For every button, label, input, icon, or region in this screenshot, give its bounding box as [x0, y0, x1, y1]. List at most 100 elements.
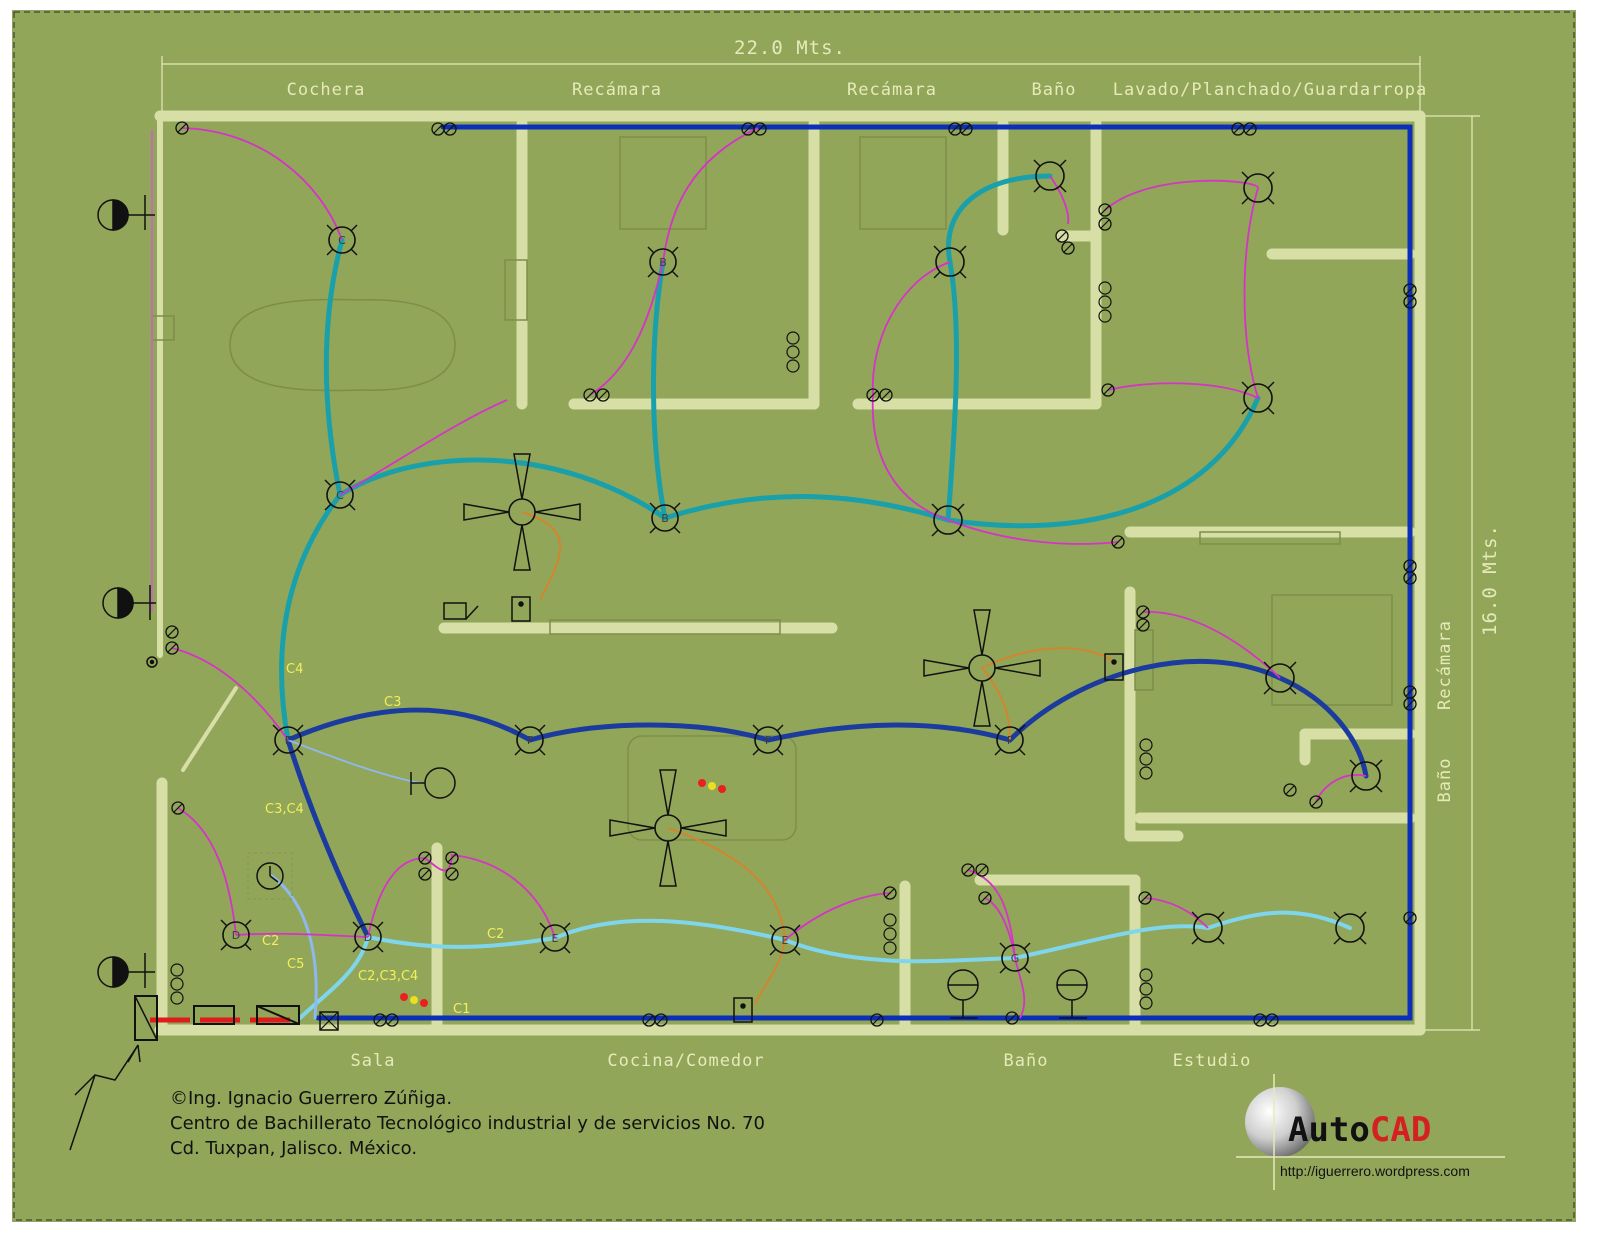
outlet-icon	[1061, 241, 1075, 255]
room-label-cochera: Cochera	[287, 80, 366, 100]
switch-wires	[151, 127, 1367, 1019]
outlet-icon	[975, 863, 989, 877]
exterior-lamps	[97, 195, 156, 988]
circuit-label-c4: C4	[286, 662, 303, 677]
lamp-icon: F	[514, 724, 546, 756]
drawing-background	[12, 10, 1576, 1222]
outlet-icon	[385, 1013, 399, 1027]
doorbell-box	[443, 602, 467, 620]
circuit-label-c3-c4: C3,C4	[265, 802, 304, 817]
circuit-label-c2-c3-c4: C2,C3,C4	[358, 969, 418, 984]
fan-switch-box	[733, 997, 753, 1023]
pilot-lights	[400, 779, 726, 1007]
circuit-lightblue	[287, 739, 421, 784]
service-lightning-icon	[69, 1044, 141, 1151]
main-feeder	[69, 995, 339, 1151]
logo-sphere-icon	[1245, 1087, 1315, 1157]
outlet-icon	[961, 863, 975, 877]
tv-outlet-icon	[883, 941, 897, 955]
tv-outlet-icon	[1139, 766, 1153, 780]
lamp-icon: F	[272, 724, 304, 756]
room-label-bano-bottom: Baño	[1004, 1051, 1049, 1071]
circuit-cyan-1	[366, 910, 1352, 964]
lamp-icon	[1241, 381, 1275, 415]
lamp-label: D	[364, 931, 372, 944]
lamp-icon: G	[999, 942, 1031, 974]
outlet-icon	[1136, 618, 1150, 632]
outlet-icon	[883, 886, 897, 900]
outlet-icon	[165, 625, 179, 639]
outlet-icon	[1098, 203, 1112, 217]
outlet-icon	[165, 641, 179, 655]
room-label-bano-top: Baño	[1032, 80, 1077, 100]
circuit-label-c5: C5	[287, 957, 304, 972]
ceiling-fan-icon	[923, 609, 1041, 727]
lamp-label: G	[1011, 952, 1020, 965]
circuit-label-c2-b: C2	[487, 927, 504, 942]
walls	[154, 110, 1426, 1036]
ceiling-fan-icon	[463, 453, 581, 571]
circuit-cyan-3	[270, 874, 318, 1020]
circuit-teal-2	[323, 237, 345, 498]
lamp-icon: B	[647, 246, 679, 278]
main-breaker	[193, 1005, 235, 1025]
logo-url: http://iguerrero.wordpress.com	[1280, 1163, 1470, 1179]
width-dimension: 22.0 Mts.	[734, 37, 846, 59]
outlet-icon	[443, 122, 457, 136]
outlet-icon	[1403, 911, 1417, 925]
lamp-label: F	[285, 734, 291, 747]
tv-outlet-icon	[1098, 309, 1112, 323]
tv-outlet-icon	[1098, 281, 1112, 295]
tv-outlet-icon	[170, 963, 184, 977]
meter-box	[134, 995, 158, 1041]
tv-outlet-icon	[1139, 968, 1153, 982]
outlet-icon	[1283, 783, 1297, 797]
lamp-icon	[933, 245, 967, 279]
outlet-icon	[175, 121, 189, 135]
outlet-icon	[1403, 571, 1417, 585]
autocad-logo: AutoCAD http://iguerrero.wordpress.com	[1236, 1074, 1505, 1190]
lamp-label: F	[527, 734, 533, 747]
room-label-sala: Sala	[351, 1051, 396, 1071]
tv-outlet-icon	[786, 359, 800, 373]
lamp-label: F	[765, 734, 771, 747]
lamp-icon: F	[994, 724, 1026, 756]
credit-school: Centro de Bachillerato Tecnológico indus…	[170, 1113, 765, 1134]
room-label-lavado: Lavado/Planchado/Guardarropa	[1113, 80, 1428, 100]
lamp-icon	[931, 503, 965, 537]
circuit-label-c1: C1	[453, 1002, 470, 1017]
room-label-recamara-2: Recámara	[847, 80, 937, 100]
logo-text: AutoCAD	[1288, 1110, 1431, 1150]
lamp-label: D	[232, 929, 240, 942]
lamp-label: C	[336, 489, 344, 502]
tv-outlet-icon	[1139, 982, 1153, 996]
outlet-icon	[1265, 1013, 1279, 1027]
lamp-icon	[1191, 911, 1225, 945]
outlet-icon	[445, 851, 459, 865]
bath-fixtures	[947, 969, 1088, 1019]
outlets	[165, 121, 1417, 1027]
circuit-teal-3	[650, 173, 1053, 523]
lamp-label: E	[782, 934, 789, 947]
distribution-panel	[256, 1005, 300, 1025]
room-label-cocina: Cocina/Comedor	[607, 1051, 764, 1071]
room-label-estudio: Estudio	[1173, 1051, 1252, 1071]
room-label-bano-right: Baño	[1435, 758, 1455, 803]
outlet-icon	[1309, 795, 1323, 809]
outlet-icon	[753, 122, 767, 136]
outlet-icon	[1403, 697, 1417, 711]
lamp-icon	[1033, 159, 1067, 193]
timer-icon	[256, 862, 284, 890]
fan-switch-box	[511, 596, 531, 622]
room-label-recamara-right: Recámara	[1435, 620, 1455, 710]
lamp-icon: C	[326, 224, 358, 256]
tv-outlet-icon	[786, 345, 800, 359]
drawing-border	[13, 11, 1575, 1221]
outlet-icon	[1136, 605, 1150, 619]
tv-outlet-icon	[883, 927, 897, 941]
lamp-label: E	[552, 932, 559, 945]
circuit-label-c3: C3	[384, 695, 401, 710]
outlet-icon	[1403, 295, 1417, 309]
tv-outlet-icon	[1139, 752, 1153, 766]
